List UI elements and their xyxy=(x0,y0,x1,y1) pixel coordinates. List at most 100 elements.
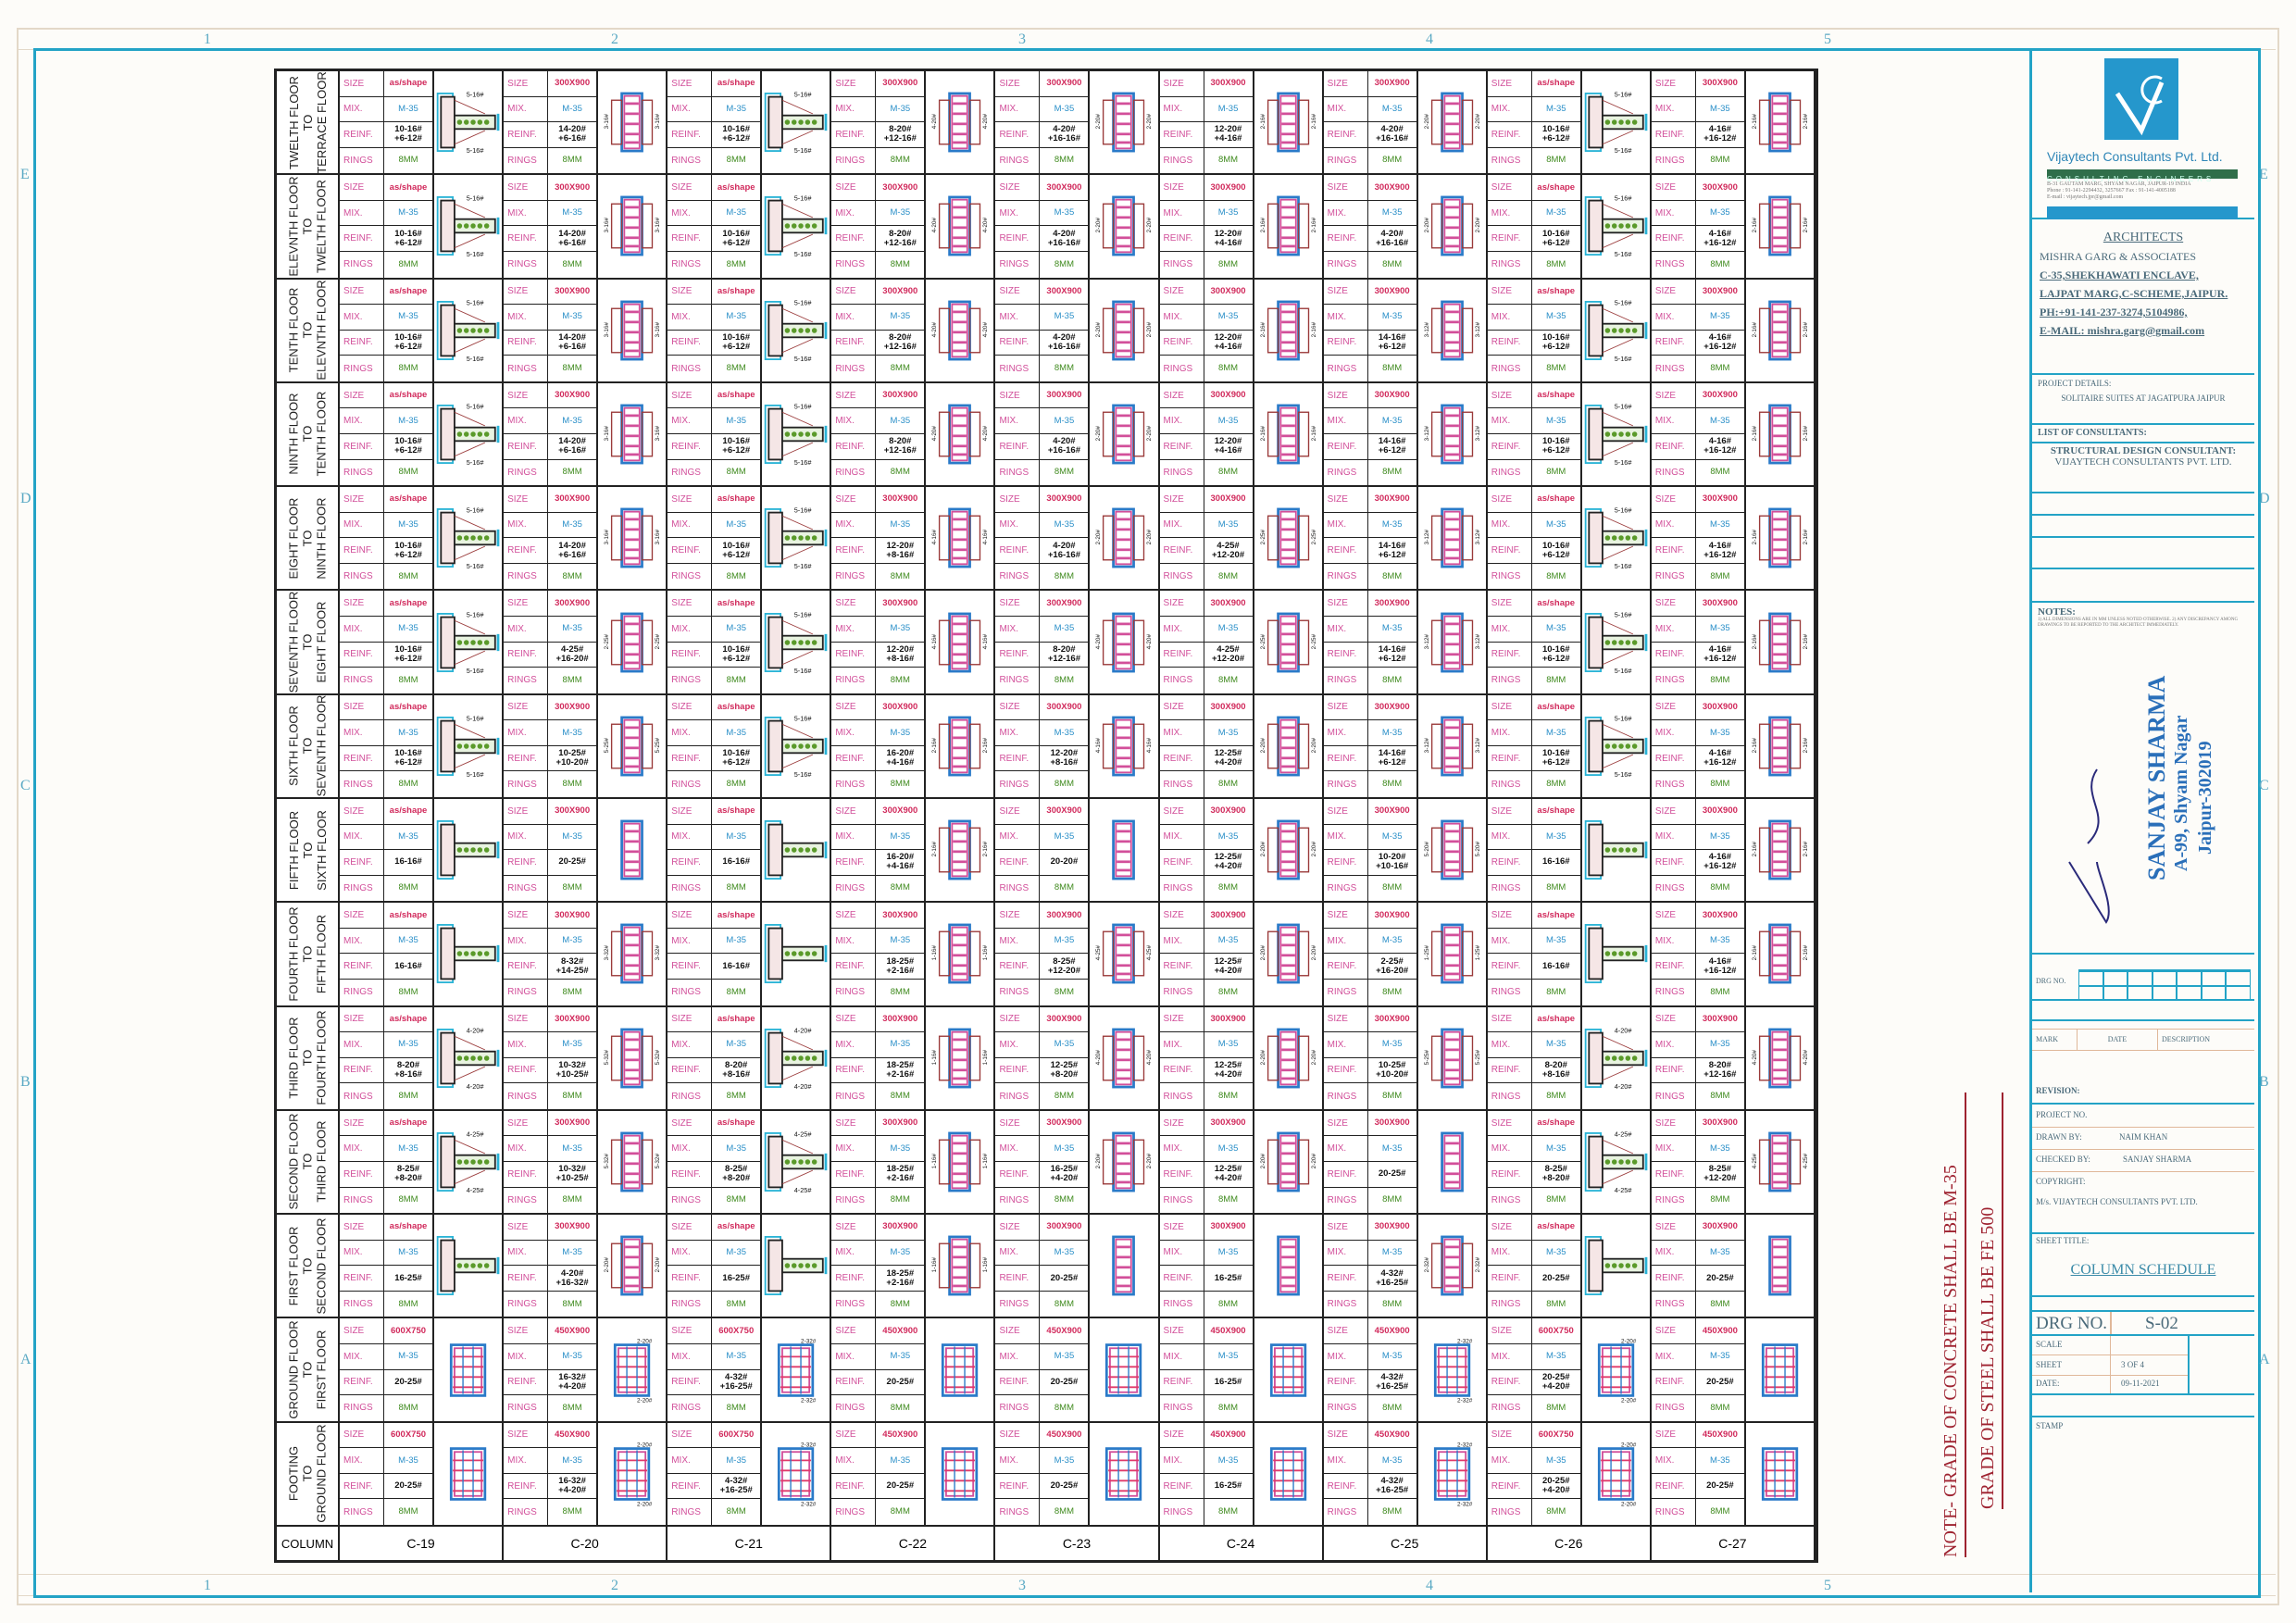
rect-column-section-icon: 3-16# 3-16# xyxy=(604,195,661,256)
rect-column-section-icon: 5-32# 5-32# xyxy=(604,1028,661,1089)
rings-label: RINGS xyxy=(1324,563,1368,590)
svg-text:2-16#: 2-16# xyxy=(1752,945,1758,961)
svg-text:5-16#: 5-16# xyxy=(467,770,485,779)
reinf-label: REINF. xyxy=(1652,642,1696,668)
rings-label: RINGS xyxy=(1324,459,1368,486)
stamp-label: STAMP xyxy=(2036,1421,2064,1430)
mix-label: MIX. xyxy=(1652,1448,1696,1473)
svg-text:3-32#: 3-32# xyxy=(655,945,661,961)
mix-value: M-35 xyxy=(562,415,582,426)
revision-label: REVISION: xyxy=(2036,1086,2080,1095)
size-label: SIZE xyxy=(340,799,384,824)
svg-text:4-20#: 4-20# xyxy=(794,1082,813,1091)
reinf-value: 16-20# +4-16# xyxy=(886,748,915,768)
reinf-label: REINF. xyxy=(1160,850,1204,875)
t-column-section-icon: 4-25# 4-25# xyxy=(764,1130,828,1194)
rings-value: 8MM xyxy=(1382,986,1403,997)
svg-text:1-25#: 1-25# xyxy=(1424,945,1430,961)
t-column-section-icon: 5-16# 5-16# xyxy=(436,610,500,674)
column-name: C-26 xyxy=(1488,1527,1652,1560)
size-value: as/shape xyxy=(389,909,428,920)
rings-label: RINGS xyxy=(1652,1083,1696,1109)
section-drawing: 2-20# 2-20# xyxy=(1254,799,1322,901)
svg-text:2-32#: 2-32# xyxy=(1424,1257,1430,1273)
section-drawing: 4-20# 4-20# xyxy=(926,280,993,381)
t-column-section-icon xyxy=(764,924,828,984)
floor-label: TWELTH FLOOR TO TERRACE FLOOR xyxy=(277,71,340,173)
mix-label: MIX. xyxy=(831,1343,877,1369)
reinf-value: 12-20# +4-16# xyxy=(1214,331,1242,352)
company-name: Vijaytech Consultants Pvt. Ltd. xyxy=(2047,149,2223,164)
mix-value: M-35 xyxy=(1710,1039,1730,1050)
rings-value: 8MM xyxy=(1217,467,1239,478)
section-drawing xyxy=(1582,799,1650,901)
mix-value: M-35 xyxy=(562,1246,582,1257)
svg-text:3-16#: 3-16# xyxy=(604,218,610,233)
size-label: SIZE xyxy=(340,1006,384,1032)
drg-no-grid xyxy=(2078,969,2251,1001)
column-name: C-21 xyxy=(668,1527,832,1560)
size-value: 600X750 xyxy=(390,1429,427,1440)
reinf-label: REINF. xyxy=(1488,1266,1532,1291)
rings-label: RINGS xyxy=(1160,1395,1204,1421)
section-drawing: 5-16# 5-16# xyxy=(762,383,830,485)
rings-label: RINGS xyxy=(1652,1291,1696,1317)
rect-column-section-icon: 5-20# 5-20# xyxy=(1424,819,1480,880)
mix-value: M-35 xyxy=(1710,727,1730,738)
size-value: as/shape xyxy=(389,390,428,401)
size-value: 450X900 xyxy=(1374,1325,1410,1336)
rings-label: RINGS xyxy=(1488,1291,1532,1317)
section-drawing: 5-16# 5-16# xyxy=(434,487,502,589)
mix-value: M-35 xyxy=(1710,207,1730,218)
svg-text:4-20#: 4-20# xyxy=(1614,1026,1632,1034)
rings-label: RINGS xyxy=(1488,1187,1532,1214)
mix-label: MIX. xyxy=(995,1343,1041,1369)
reinf-label: REINF. xyxy=(1324,122,1368,147)
reinf-value: 4-16# +16-12# xyxy=(1703,331,1737,352)
section-drawing: 2-20# 2-20# xyxy=(1090,175,1157,277)
column-name: C-19 xyxy=(340,1527,505,1560)
size-value: 300X900 xyxy=(1702,909,1738,920)
rings-label: RINGS xyxy=(504,668,549,693)
floor-label: ELEVNTH FLOOR TO TWELTH FLOOR xyxy=(277,175,340,278)
size-label: SIZE xyxy=(340,1215,384,1240)
rect-column-section-icon: 5-25# 5-25# xyxy=(604,716,661,777)
svg-text:5-16#: 5-16# xyxy=(794,91,813,99)
drawn-by: NAIM KHAN xyxy=(2119,1132,2168,1142)
rect-column-section-icon: 2-20# 2-20# xyxy=(1260,1028,1316,1089)
floor-label: NINTH FLOOR TO TENTH FLOOR xyxy=(277,382,340,486)
svg-text:2-20#: 2-20# xyxy=(1146,530,1153,545)
rings-value: 8MM xyxy=(1054,1402,1074,1413)
reinf-value: 10-16# +6-12# xyxy=(722,436,751,456)
t-column-section-icon xyxy=(764,1236,828,1296)
mix-label: MIX. xyxy=(1324,200,1368,226)
rings-value: 8MM xyxy=(562,674,582,685)
zone-row-marker: D xyxy=(20,491,31,506)
mix-label: MIX. xyxy=(1652,408,1696,433)
mix-label: MIX. xyxy=(995,720,1041,745)
reinf-value: 16-25# xyxy=(1214,1376,1242,1387)
reinf-label: REINF. xyxy=(1652,954,1696,979)
reinf-value: 16-25# xyxy=(1214,1272,1242,1283)
box-column-section-icon: 2-32#2-32# xyxy=(778,1338,817,1404)
size-label: SIZE xyxy=(504,1215,549,1240)
rings-value: 8MM xyxy=(1382,882,1403,893)
reinf-value: 8-20# +12-16# xyxy=(883,436,917,456)
svg-text:2-16#: 2-16# xyxy=(1803,114,1809,130)
